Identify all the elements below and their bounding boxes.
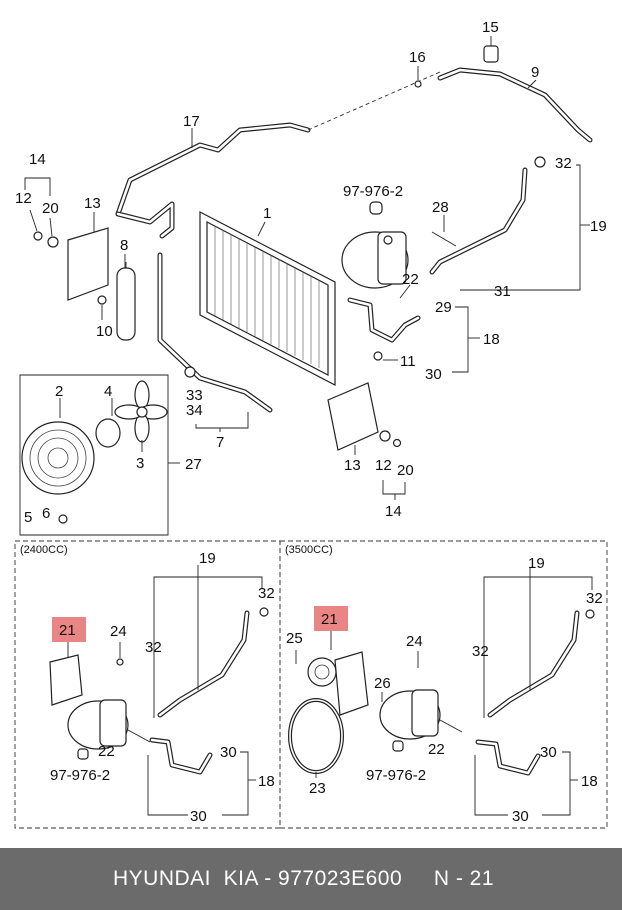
nut-20 (47, 236, 59, 248)
section-3500cc (279, 540, 608, 829)
compressor-right (379, 689, 441, 740)
callout-29: 29 (435, 299, 452, 316)
left-section: 21 24 97-976-2 22 32 32 19 30 30 18 (49, 550, 275, 825)
bolt-20b (392, 438, 402, 448)
oring-32 (534, 156, 546, 168)
bolt-12 (33, 231, 43, 241)
bolt-10 (97, 295, 107, 305)
right-callout-19: 19 (528, 555, 545, 572)
right-section: 21 25 24 26 23 97-976-2 22 32 32 1 (286, 555, 603, 825)
fan-motor (95, 418, 121, 448)
callout-3: 3 (136, 455, 144, 472)
callout-28: 28 (432, 199, 449, 216)
callout-1: 1 (263, 205, 271, 222)
left-callout-32a: 32 (258, 585, 275, 602)
fan-assembly-box: 27 2 4 3 5 6 (19, 374, 202, 536)
nut-11 (373, 351, 383, 361)
callout-32: 32 (555, 155, 572, 172)
bracket-21-left (49, 654, 83, 706)
suction-pipe-19 (429, 167, 528, 275)
cap-15 (483, 45, 499, 63)
left-callout-22: 22 (98, 743, 115, 760)
ref-top: 97-976-2 (343, 183, 403, 200)
callout-15: 15 (482, 19, 499, 36)
right-callout-21: 21 (321, 611, 338, 628)
callout-17: 17 (183, 113, 200, 130)
right-callout-24: 24 (406, 633, 423, 650)
left-callout-32b: 32 (145, 639, 162, 656)
bolt-16 (414, 80, 422, 88)
callout-34: 34 (186, 402, 203, 419)
callout-20b: 20 (397, 462, 414, 479)
left-callout-19: 19 (199, 550, 216, 567)
left-callout-18: 18 (258, 773, 275, 790)
compressor-top (341, 231, 409, 289)
callout-9: 9 (531, 64, 539, 81)
clip-33 (184, 366, 196, 378)
callout-14b: 14 (385, 503, 402, 520)
callout-5: 5 (24, 509, 32, 526)
nut-12b (379, 430, 391, 442)
right-callout-30b: 30 (512, 808, 529, 825)
right-callout-22: 22 (428, 741, 445, 758)
bracket-right (327, 382, 379, 451)
callout-14a: 14 (29, 151, 46, 168)
section-title-3500: (3500CC) (285, 544, 333, 556)
parts-diagram: 1 8 13 14 12 20 10 17 33 34 7 (14, 19, 608, 829)
highlight-21-right (314, 606, 348, 631)
right-ref: 97-976-2 (366, 767, 426, 784)
right-callout-23: 23 (309, 780, 326, 797)
tensioner-bracket (307, 651, 369, 716)
right-callout-26: 26 (374, 675, 391, 692)
callout-12b: 12 (375, 457, 392, 474)
section-title-2400: (2400CC) (20, 544, 68, 556)
callout-20a: 20 (42, 200, 59, 217)
callout-2: 2 (55, 383, 63, 400)
condenser (199, 211, 336, 386)
fan-shroud (21, 421, 95, 495)
right-callout-32a: 32 (586, 590, 603, 607)
part-number-label: HYUNDAI KIA - 977023E600 N - 21 (113, 867, 495, 890)
right-callout-30a: 30 (540, 744, 557, 761)
receiver-drier (116, 262, 136, 341)
callout-16: 16 (409, 49, 426, 66)
callout-13a: 13 (84, 195, 101, 212)
callout-31: 31 (494, 283, 511, 300)
left-callout-30b: 30 (190, 808, 207, 825)
callout-7: 7 (216, 434, 224, 451)
left-callout-30a: 30 (220, 744, 237, 761)
highlight-21-left (52, 617, 86, 642)
fan-blade (114, 380, 168, 443)
discharge-pipe-9 (437, 67, 593, 143)
callout-4: 4 (104, 383, 112, 400)
pipe-7 (157, 252, 273, 413)
bracket-left (67, 227, 109, 301)
clip-6 (58, 514, 68, 524)
cap-icon (369, 201, 383, 215)
hose-18 (347, 297, 421, 343)
compressor-left (67, 699, 129, 750)
callout-22: 22 (402, 271, 419, 288)
callout-11: 11 (400, 353, 416, 370)
callout-13b: 13 (344, 457, 361, 474)
callout-18: 18 (483, 331, 500, 348)
callout-27: 27 (185, 456, 202, 473)
left-callout-21: 21 (59, 622, 76, 639)
callout-19: 19 (590, 218, 607, 235)
callout-30: 30 (425, 366, 442, 383)
callout-8: 8 (120, 237, 128, 254)
liquid-tube-17 (115, 122, 311, 239)
left-callout-24: 24 (110, 623, 127, 640)
callout-10: 10 (96, 323, 113, 340)
left-ref: 97-976-2 (50, 767, 110, 784)
right-callout-25: 25 (286, 630, 303, 647)
right-callout-32b: 32 (472, 643, 489, 660)
callout-33: 33 (186, 387, 203, 404)
footer-bar: HYUNDAI KIA - 977023E600 N - 21 (0, 848, 622, 910)
callout-12a: 12 (15, 190, 32, 207)
callout-6: 6 (42, 505, 50, 522)
right-callout-18: 18 (581, 773, 598, 790)
